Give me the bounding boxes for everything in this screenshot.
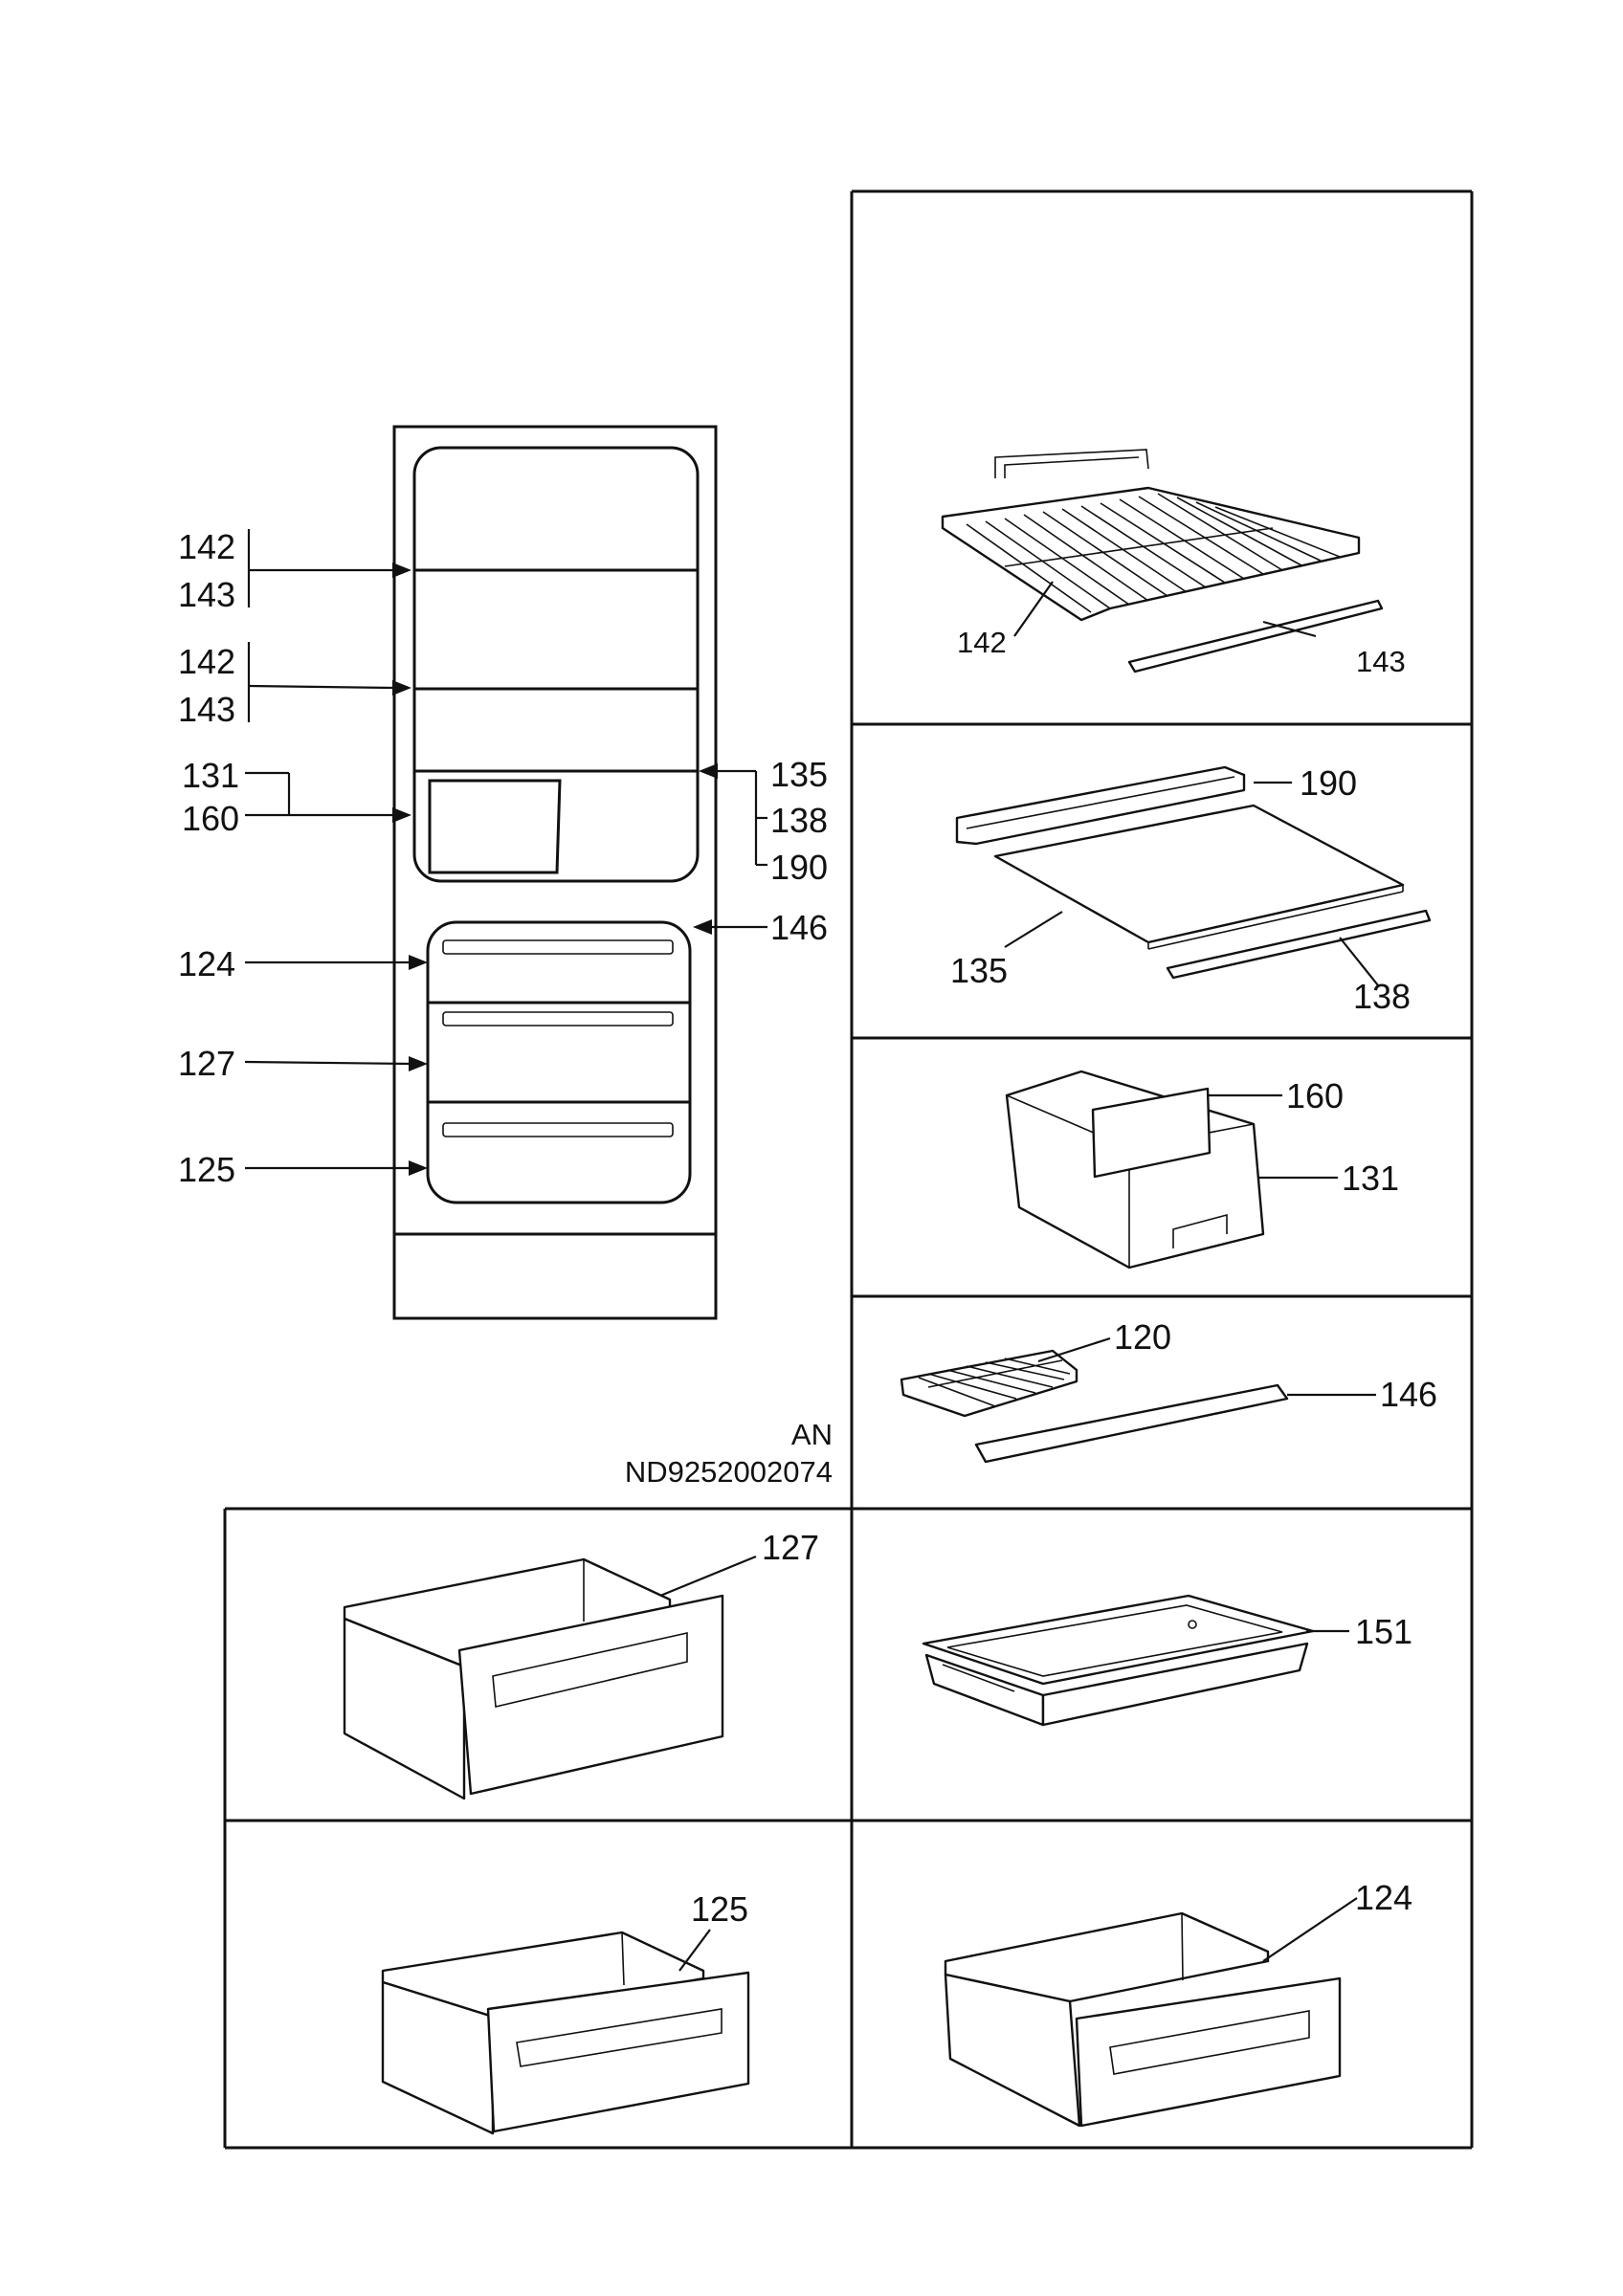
detail-label-151: 151 xyxy=(1355,1612,1412,1651)
callout-143-lower: 143 xyxy=(178,690,235,729)
document-number: ND9252002074 xyxy=(625,1455,833,1489)
detail-label-120: 120 xyxy=(1114,1317,1171,1357)
callout-127: 127 xyxy=(178,1044,235,1083)
detail-label-160: 160 xyxy=(1286,1076,1344,1115)
detail-label-127: 127 xyxy=(762,1528,819,1567)
callout-160: 160 xyxy=(182,799,239,838)
detail-tray-151: 151 xyxy=(922,1594,1412,1727)
callout-142-lower: 142 xyxy=(178,642,235,681)
callout-125: 125 xyxy=(178,1150,235,1189)
detail-bin: 160 131 xyxy=(1005,1070,1399,1269)
detail-label-138: 138 xyxy=(1353,977,1411,1016)
overview-callouts: 142 143 142 143 131 160 135 138 190 146 … xyxy=(178,527,833,1489)
callout-146: 146 xyxy=(770,908,828,947)
detail-drawer-124: 124 xyxy=(944,1878,1412,2128)
callout-135: 135 xyxy=(770,755,828,794)
detail-label-135: 135 xyxy=(950,951,1008,990)
ice-tray-cells xyxy=(918,1358,1071,1407)
callout-124: 124 xyxy=(178,944,235,983)
detail-glass-shelf: 190 135 138 xyxy=(950,763,1432,1016)
callout-143-upper: 143 xyxy=(178,575,235,614)
detail-drawer-127: 127 xyxy=(343,1528,819,1800)
detail-label-142: 142 xyxy=(957,626,1007,659)
overview-leaders xyxy=(244,529,767,1176)
callout-142-upper: 142 xyxy=(178,527,235,566)
detail-label-125: 125 xyxy=(691,1889,748,1929)
detail-label-131: 131 xyxy=(1342,1159,1399,1198)
callout-190: 190 xyxy=(770,848,828,887)
callout-131: 131 xyxy=(182,756,239,795)
detail-drawer-125: 125 xyxy=(381,1889,750,2135)
detail-ice-tray: 120 146 xyxy=(900,1317,1437,1464)
detail-label-190: 190 xyxy=(1300,763,1357,803)
detail-wire-shelf: 142 143 xyxy=(941,449,1406,678)
document-stamp-an: AN xyxy=(791,1418,833,1451)
detail-label-124: 124 xyxy=(1355,1878,1412,1917)
callout-138: 138 xyxy=(770,801,828,840)
detail-label-146: 146 xyxy=(1380,1375,1437,1414)
fridge-overview xyxy=(392,425,718,1320)
panel-frame-grid xyxy=(223,189,1474,2150)
detail-label-143: 143 xyxy=(1356,645,1406,678)
